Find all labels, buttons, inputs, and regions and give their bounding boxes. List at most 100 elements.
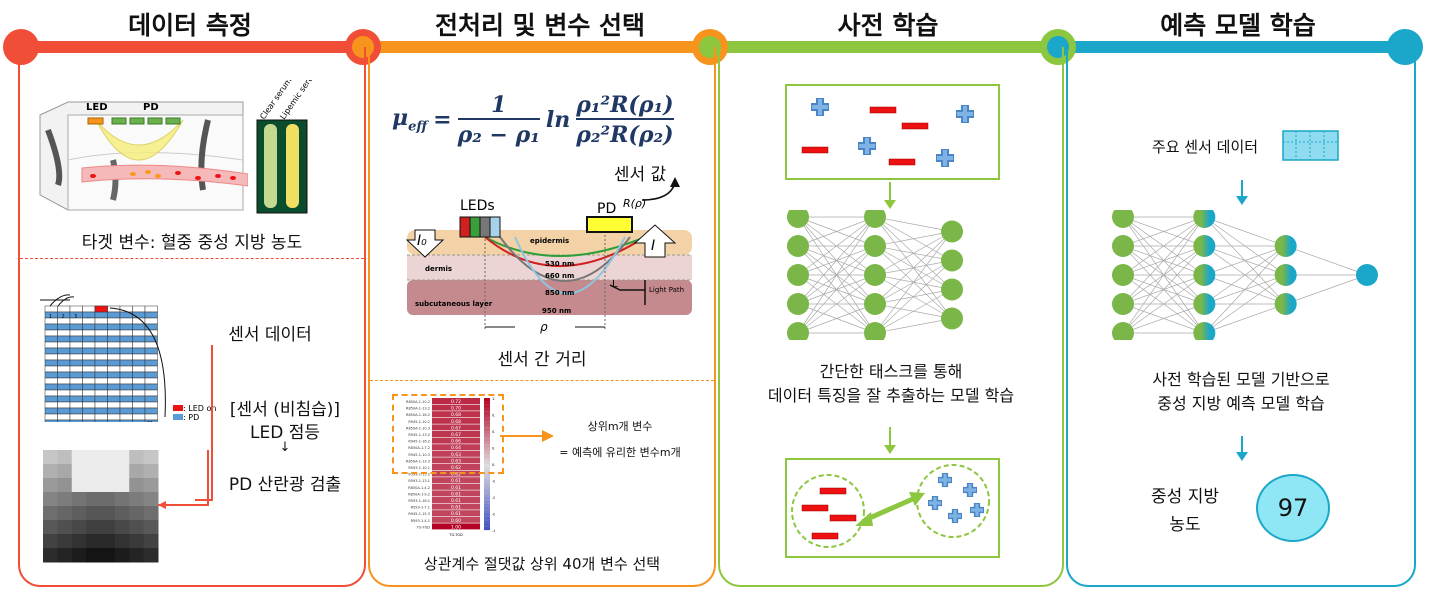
grid-cell: [57, 389, 71, 397]
heatmap-cell: [432, 431, 480, 437]
heatmap-row-label: R850A-1-4.2: [408, 486, 430, 490]
grid-cell: [119, 413, 133, 421]
heatmap-row-label: R850A-1-13.2: [406, 407, 430, 411]
network-node: [787, 322, 809, 340]
grid-cell: [69, 383, 83, 391]
image-pixel: [43, 520, 58, 535]
heatmap-value: 0.68: [451, 412, 461, 418]
image-pixel: [143, 478, 159, 493]
prediction-caption-1: 사전 학습된 모델 기반으로: [1152, 370, 1330, 389]
grid-cell: [144, 407, 158, 415]
heatmap-value: 0.72: [451, 399, 461, 405]
image-pixel: [143, 464, 159, 479]
colorbar-segment: [484, 473, 490, 478]
grid-cell: [82, 353, 96, 361]
grid-cell: [107, 353, 121, 361]
colorbar-segment: [484, 417, 490, 422]
grid-cell: [132, 383, 146, 391]
nm850-label: 850 nm: [545, 289, 574, 297]
grid-cell: [132, 329, 146, 337]
network-node: [864, 293, 886, 315]
plus-icon-inner: [957, 106, 973, 122]
heatmap-column-label: TG-TGD: [448, 533, 463, 537]
colorbar-segment: [484, 513, 490, 517]
grid-cell: [57, 401, 71, 409]
nm950-label: 950 nm: [542, 307, 571, 315]
image-pixel: [114, 520, 130, 535]
image-pixel: [100, 506, 116, 521]
grid-cell: [144, 305, 158, 313]
colorbar-segment: [484, 493, 490, 498]
grid-cell: [57, 335, 71, 343]
sensor-data-label: 센서 데이터: [228, 325, 312, 345]
image-pixel: [129, 450, 145, 465]
heatmap-row-label: R593-1-4.1: [411, 519, 430, 523]
grid-cell: [94, 401, 108, 409]
heatmap-row-label: R850A-1-7.2: [408, 446, 430, 450]
grid-cell: [69, 377, 83, 385]
grid-cell: [144, 317, 158, 325]
prediction-network: [1112, 210, 1378, 340]
network-edge: [874, 289, 953, 334]
network-edge: [1122, 216, 1205, 247]
grid-cell: [144, 353, 158, 361]
formula-mu: μ: [392, 105, 409, 132]
network-edge: [874, 231, 953, 247]
pd-label-2: PD: [597, 201, 616, 217]
colorbar-segment: [484, 464, 490, 468]
heatmap-value: 0.61: [451, 478, 461, 484]
grid-cell: [94, 371, 108, 379]
colorbar-segment: [484, 520, 490, 524]
image-pixel: [71, 548, 87, 563]
grid-cell: [107, 419, 121, 422]
grid-cell: [57, 419, 71, 422]
colorbar-tick: 0.25: [492, 447, 495, 451]
heatmap-value: 1.00: [451, 524, 461, 530]
formula-frac-num: ρ₁²R(ρ₁): [576, 92, 674, 118]
grid-cell: [44, 371, 58, 379]
network-node: [941, 249, 963, 272]
network-edge: [797, 216, 876, 305]
grid-cell: [107, 359, 121, 367]
heatmap-row-label: R593-1-16.1: [408, 499, 430, 503]
grid-cell: [107, 317, 121, 325]
grid-number: 81: [147, 421, 153, 422]
grid-cell: [82, 395, 96, 403]
grid-cell: [94, 353, 108, 361]
network-edge: [874, 216, 953, 232]
colorbar-tick: 1.00: [492, 397, 495, 401]
colorbar-tick: 0.00: [492, 463, 495, 467]
grid-cell: [44, 365, 58, 373]
colorbar-segment: [484, 450, 490, 455]
grid-cell: [94, 377, 108, 385]
grid-cell: [82, 329, 96, 337]
image-pixel: [43, 492, 58, 507]
grid-cell: [107, 341, 121, 349]
grid-cell: [69, 335, 83, 343]
grid-cell: [94, 359, 108, 367]
nm660-label: 660 nm: [545, 272, 574, 280]
tg-concentration-value: 97: [1256, 474, 1330, 542]
heatmap-cell: [432, 490, 480, 497]
colorbar-segment: [484, 480, 490, 484]
grid-cell: [144, 341, 158, 349]
network-node: [864, 235, 886, 257]
heatmap-cell: [432, 516, 480, 523]
network-edge: [874, 231, 953, 276]
output-label-2: 농도: [1169, 515, 1201, 535]
timeline-node-5: [1387, 29, 1423, 65]
grid-cell: [44, 323, 58, 331]
network-node: [1274, 293, 1297, 315]
grid-cell: [44, 359, 58, 367]
key-sensor-label: 주요 센서 데이터: [1151, 138, 1259, 156]
formula-sub: eff: [408, 119, 428, 135]
light-path-label: Light Path: [649, 286, 684, 294]
l-label: L: [612, 279, 618, 290]
image-pixel: [86, 534, 101, 549]
heatmap-row-label: R593-1-10.1: [408, 466, 430, 470]
grid-cell: [144, 359, 158, 367]
legend-led-on: : LED on: [183, 404, 217, 413]
colorbar-segment: [484, 414, 490, 418]
